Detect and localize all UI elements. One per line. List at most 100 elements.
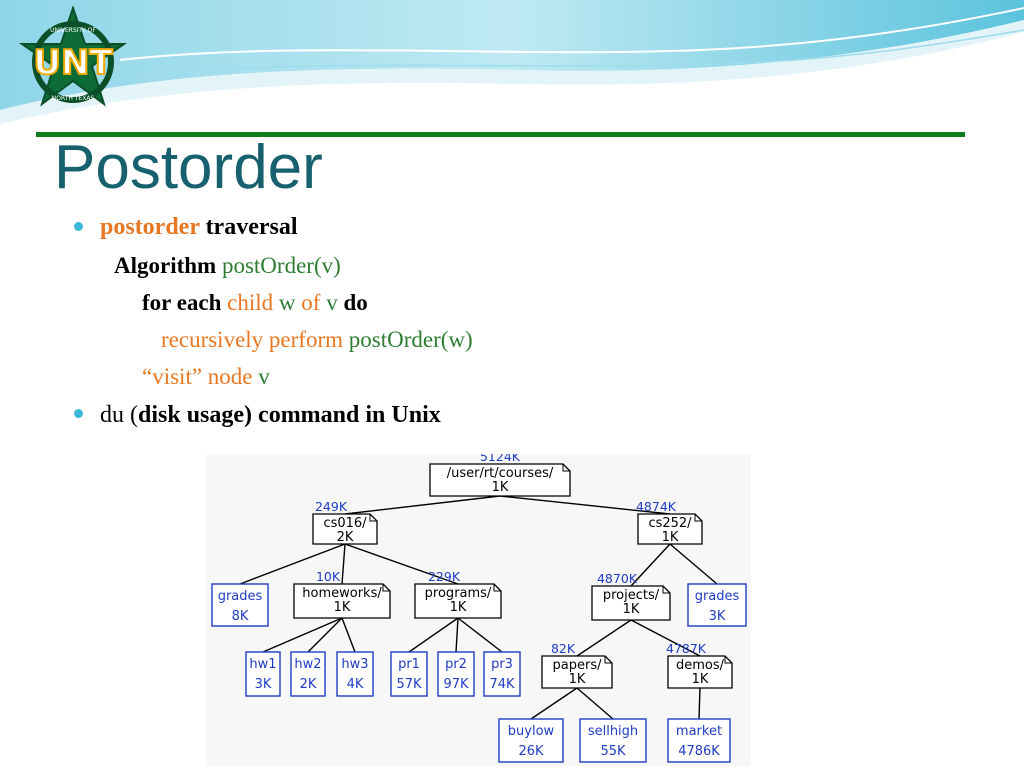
- folder-icon: [414, 583, 502, 619]
- tree-node-papers: papers/1K 82K: [541, 641, 613, 689]
- node-name: pr3: [491, 657, 513, 672]
- header-wave-banner: [0, 0, 1024, 124]
- file-box: [390, 651, 428, 697]
- file-box: [245, 651, 281, 697]
- node-name: cs016/: [323, 516, 367, 531]
- node-name: market: [676, 724, 722, 739]
- node-size: 97K: [443, 677, 469, 692]
- var-v: v: [326, 290, 338, 315]
- node-size: 26K: [518, 744, 544, 759]
- node-name: hw2: [294, 657, 321, 672]
- folder-corner: [604, 656, 612, 664]
- recursion-text: recursively perform: [161, 327, 344, 352]
- folder-corner: [369, 514, 377, 522]
- node-name: programs/: [425, 586, 492, 601]
- node-name: sellhigh: [588, 724, 638, 739]
- node-size: 4K: [347, 677, 364, 692]
- university-logo: UNT UNIVERSITY OF NORTH TEXAS: [18, 6, 128, 107]
- tree-edges: [239, 495, 718, 720]
- node-size: 8K: [232, 609, 249, 624]
- bullet-dot: [74, 409, 83, 418]
- file-box: [579, 718, 647, 763]
- tree-edge-projects-papers: [576, 619, 632, 657]
- tree-edge-papers-buylow: [530, 687, 578, 720]
- tree-edge-demos-market: [698, 687, 701, 720]
- tree-edge-programs-pr1: [408, 617, 459, 653]
- folder-corner: [493, 584, 501, 592]
- node-name: papers/: [553, 658, 603, 673]
- folder-icon: [541, 655, 613, 689]
- folder-corner: [562, 464, 570, 472]
- tree-edge-homeworks-hw1: [262, 617, 343, 653]
- node-size: 1K: [334, 600, 351, 615]
- tree-edge-cs016-grades1: [239, 543, 346, 585]
- file-box: [290, 651, 326, 697]
- node-name: /user/rt/courses/: [447, 466, 554, 481]
- file-box: [336, 651, 374, 697]
- tree-edge-root-cs252: [499, 495, 671, 515]
- visit-text: “visit” node: [142, 364, 253, 389]
- file-box: [211, 583, 269, 627]
- folder-corner: [694, 514, 702, 522]
- algorithm-line-3: recursively perform postOrder(w): [161, 325, 473, 355]
- tree-node-root: /user/rt/courses/1K 5124K: [429, 454, 571, 497]
- bullet-text: traversal: [199, 214, 298, 240]
- node-name: grades: [218, 589, 263, 604]
- folder-icon: [312, 513, 378, 545]
- node-name: demos/: [676, 658, 725, 673]
- node-size: 1K: [623, 602, 640, 617]
- node-total-size: 4787K: [666, 641, 707, 656]
- node-name: projects/: [603, 588, 660, 603]
- node-total-size: 4874K: [636, 499, 677, 514]
- node-name: buylow: [508, 724, 555, 739]
- tree-edge-programs-pr2: [455, 617, 459, 653]
- node-size: 2K: [300, 677, 317, 692]
- node-name: grades: [695, 589, 740, 604]
- node-name: hw1: [249, 657, 276, 672]
- algorithm-line-1: Algorithm postOrder(v): [114, 251, 341, 281]
- node-name: homeworks/: [302, 586, 382, 601]
- tree-edge-homeworks-hw3: [341, 617, 356, 653]
- keyword-algorithm: Algorithm: [114, 253, 217, 278]
- var-v: v: [258, 364, 270, 389]
- node-size: 1K: [692, 672, 709, 687]
- folder-icon: [293, 583, 391, 619]
- tree-edge-cs016-homeworks: [341, 543, 346, 585]
- folder-corner: [382, 584, 390, 592]
- node-size: 55K: [600, 744, 626, 759]
- tree-node-sellhigh: sellhigh 55K: [579, 718, 647, 763]
- du-description: disk usage) command in Unix: [138, 402, 441, 428]
- node-total-size: 5124K: [480, 454, 521, 464]
- node-size: 2K: [337, 530, 354, 545]
- var-w: w: [278, 290, 296, 315]
- node-size: 1K: [569, 672, 586, 687]
- node-total-size: 82K: [551, 641, 576, 656]
- bullet-postorder-traversal: postorder traversal: [100, 212, 298, 242]
- node-size: 74K: [489, 677, 515, 692]
- tree-edge-projects-demos: [630, 619, 701, 657]
- tree-edge-root-cs016: [344, 495, 501, 515]
- star-shape: [18, 6, 128, 107]
- node-name: pr1: [398, 657, 420, 672]
- tree-edge-homeworks-hw2: [307, 617, 343, 653]
- file-box: [437, 651, 475, 697]
- keyword-do: do: [343, 290, 368, 315]
- tree-node-grades1: grades 8K: [211, 583, 269, 627]
- node-size: 1K: [492, 480, 509, 495]
- algorithm-signature: postOrder(v): [221, 253, 341, 278]
- tree-node-buylow: buylow 26K: [498, 718, 564, 763]
- logo-ring-top: UNIVERSITY OF: [50, 27, 96, 34]
- node-size: 3K: [709, 609, 726, 624]
- tree-node-grades2: grades 3K: [687, 583, 747, 627]
- word-child: child: [227, 290, 274, 315]
- file-box: [687, 583, 747, 627]
- folder-corner: [662, 586, 670, 594]
- node-size: 57K: [396, 677, 422, 692]
- tree-edge-cs252-projects: [630, 543, 671, 587]
